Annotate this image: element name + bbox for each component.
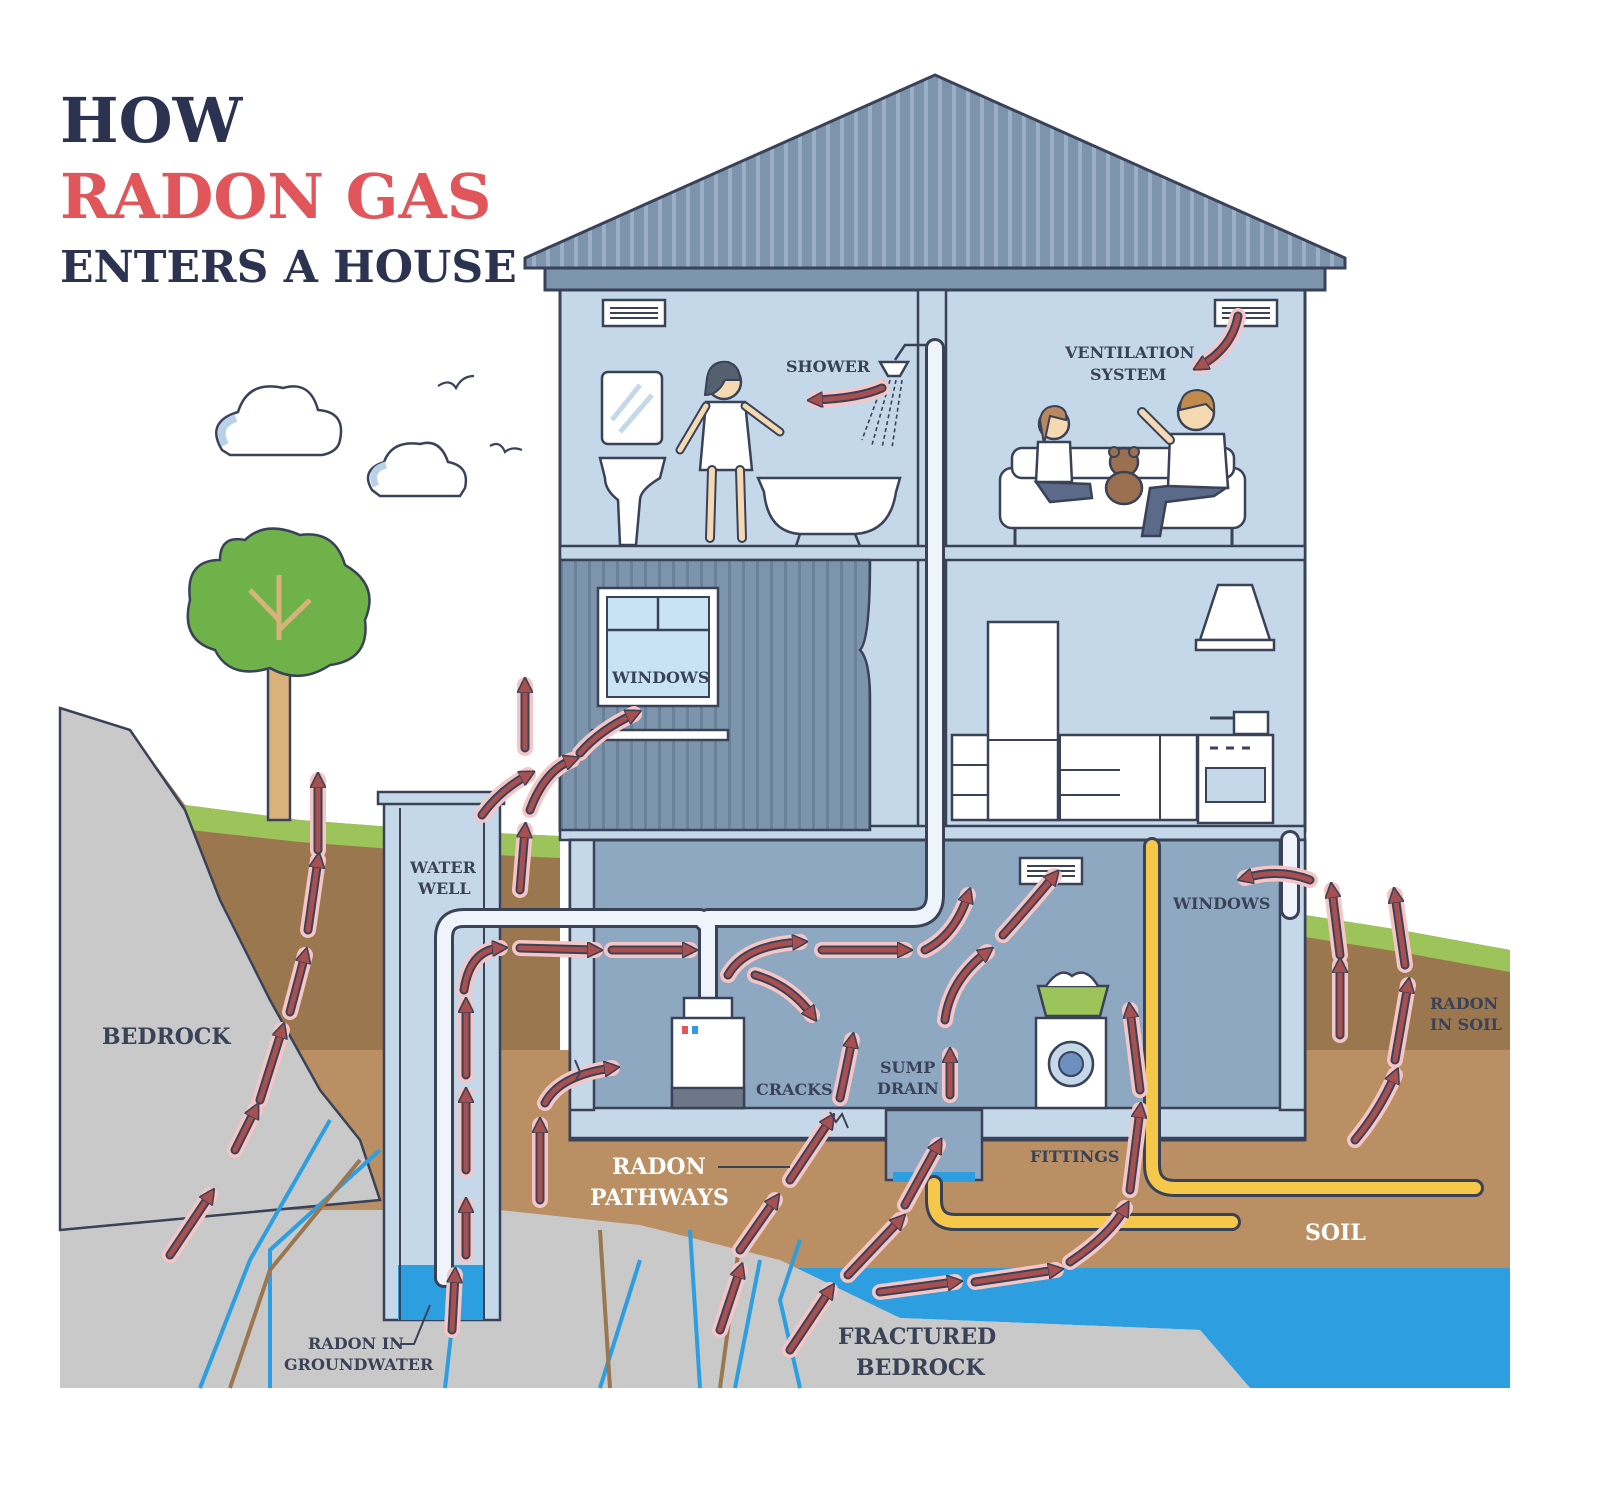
tree-icon bbox=[186, 527, 371, 822]
label-soil: SOIL bbox=[1305, 1220, 1366, 1246]
mirror-icon bbox=[600, 370, 664, 446]
label-water-well-1: WATER bbox=[409, 858, 477, 877]
laundry-basket-icon bbox=[1036, 971, 1110, 1018]
label-sump-1: SUMP bbox=[880, 1058, 935, 1077]
bathtub-icon bbox=[756, 476, 902, 547]
washing-machine-icon bbox=[1034, 1016, 1108, 1110]
groundwater-leader-line bbox=[400, 1304, 431, 1345]
window-upper bbox=[590, 586, 730, 742]
pipes bbox=[434, 338, 1484, 1288]
label-radon-pathways-2: PATHWAYS bbox=[590, 1185, 729, 1211]
vent-grille-icon bbox=[601, 298, 667, 328]
label-ventilation-2: SYSTEM bbox=[1090, 365, 1166, 384]
label-radon-pathways-1: RADON bbox=[612, 1154, 706, 1180]
label-radon-soil-2: IN SOIL bbox=[1430, 1015, 1502, 1034]
label-shower: SHOWER bbox=[786, 357, 871, 376]
cloud-icon bbox=[215, 385, 343, 457]
label-fractured-2: BEDROCK bbox=[856, 1355, 985, 1381]
label-sump-2: DRAIN bbox=[877, 1079, 939, 1098]
bird-icon bbox=[437, 374, 523, 454]
vent-grille-icon bbox=[1213, 298, 1279, 328]
title-line-1: HOW bbox=[60, 84, 244, 157]
radon-arrows bbox=[162, 308, 1416, 1358]
man-figure bbox=[1137, 388, 1230, 538]
label-radon-soil-1: RADON bbox=[1430, 994, 1498, 1013]
crack-marks bbox=[574, 1059, 849, 1129]
teddy-bear-icon bbox=[1104, 446, 1144, 506]
cloud-icon bbox=[366, 441, 468, 498]
label-bedrock: BEDROCK bbox=[102, 1024, 231, 1050]
labels: SHOWER VENTILATION SYSTEM WINDOWS WINDOW… bbox=[102, 343, 1502, 1381]
title-line-2: RADON GAS bbox=[60, 160, 492, 233]
title-block: HOW RADON GAS ENTERS A HOUSE bbox=[60, 84, 517, 293]
label-ventilation-1: VENTILATION bbox=[1064, 343, 1194, 362]
label-water-well-2: WELL bbox=[417, 879, 471, 898]
boiler-icon bbox=[670, 996, 746, 1110]
child-figure bbox=[1033, 404, 1094, 504]
person-in-towel bbox=[675, 360, 785, 543]
label-groundwater-1: RADON IN bbox=[308, 1334, 404, 1353]
stove-icon bbox=[1196, 710, 1275, 825]
label-fittings: FITTINGS bbox=[1030, 1147, 1119, 1166]
sink-icon bbox=[598, 456, 667, 547]
range-hood-icon bbox=[1194, 583, 1276, 652]
title-line-3: ENTERS A HOUSE bbox=[60, 242, 517, 293]
fridge-icon bbox=[986, 620, 1060, 822]
label-cracks: CRACKS bbox=[756, 1080, 833, 1099]
label-groundwater-2: GROUNDWATER bbox=[284, 1355, 434, 1374]
label-windows-basement: WINDOWS bbox=[1172, 894, 1270, 913]
label-fractured-1: FRACTURED bbox=[838, 1324, 996, 1350]
label-windows-upper: WINDOWS bbox=[611, 668, 709, 687]
